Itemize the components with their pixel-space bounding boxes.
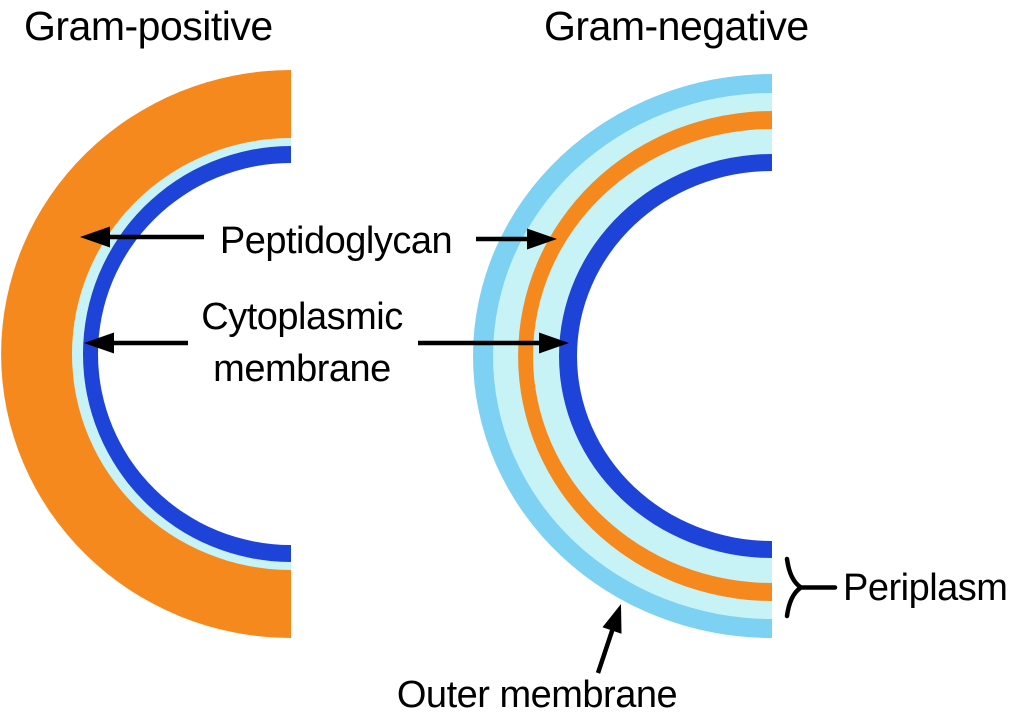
label-outer-membrane: Outer membrane: [396, 674, 678, 716]
label-cytoplasmic-line1: Cytoplasmic: [201, 296, 403, 338]
gn-cell-interior: [577, 171, 772, 541]
outer-membrane-arrow: [595, 604, 622, 674]
cytoplasmic-membrane-arrow-left: [84, 332, 188, 354]
peptidoglycan-arrow-right: [476, 228, 557, 250]
gram-negative-cell: [473, 74, 772, 638]
gram-positive-cell: [1, 70, 292, 638]
title-gram-negative: Gram-negative: [544, 3, 809, 49]
annotation-arrows: [80, 226, 838, 674]
label-cytoplasmic-membrane: Cytoplasmic membrane: [152, 291, 452, 395]
arrowhead-left-icon: [84, 332, 114, 354]
label-cytoplasmic-line2: membrane: [213, 348, 391, 390]
arrowhead-right-icon: [539, 332, 569, 354]
gp-cell-interior: [98, 163, 291, 545]
label-peptidoglycan: Peptidoglycan: [219, 220, 453, 262]
label-periplasm: Periplasm: [843, 567, 1008, 609]
arrow-line: [595, 627, 616, 674]
periplasm-bracket-icon: [784, 556, 838, 619]
cytoplasmic-membrane-arrow-right: [418, 332, 569, 354]
arrowhead-right-icon: [527, 228, 557, 250]
peptidoglycan-arrow-left: [80, 226, 204, 248]
arrowhead-up-icon: [602, 604, 622, 634]
title-gram-positive: Gram-positive: [24, 3, 273, 49]
arrowhead-left-icon: [80, 226, 110, 248]
